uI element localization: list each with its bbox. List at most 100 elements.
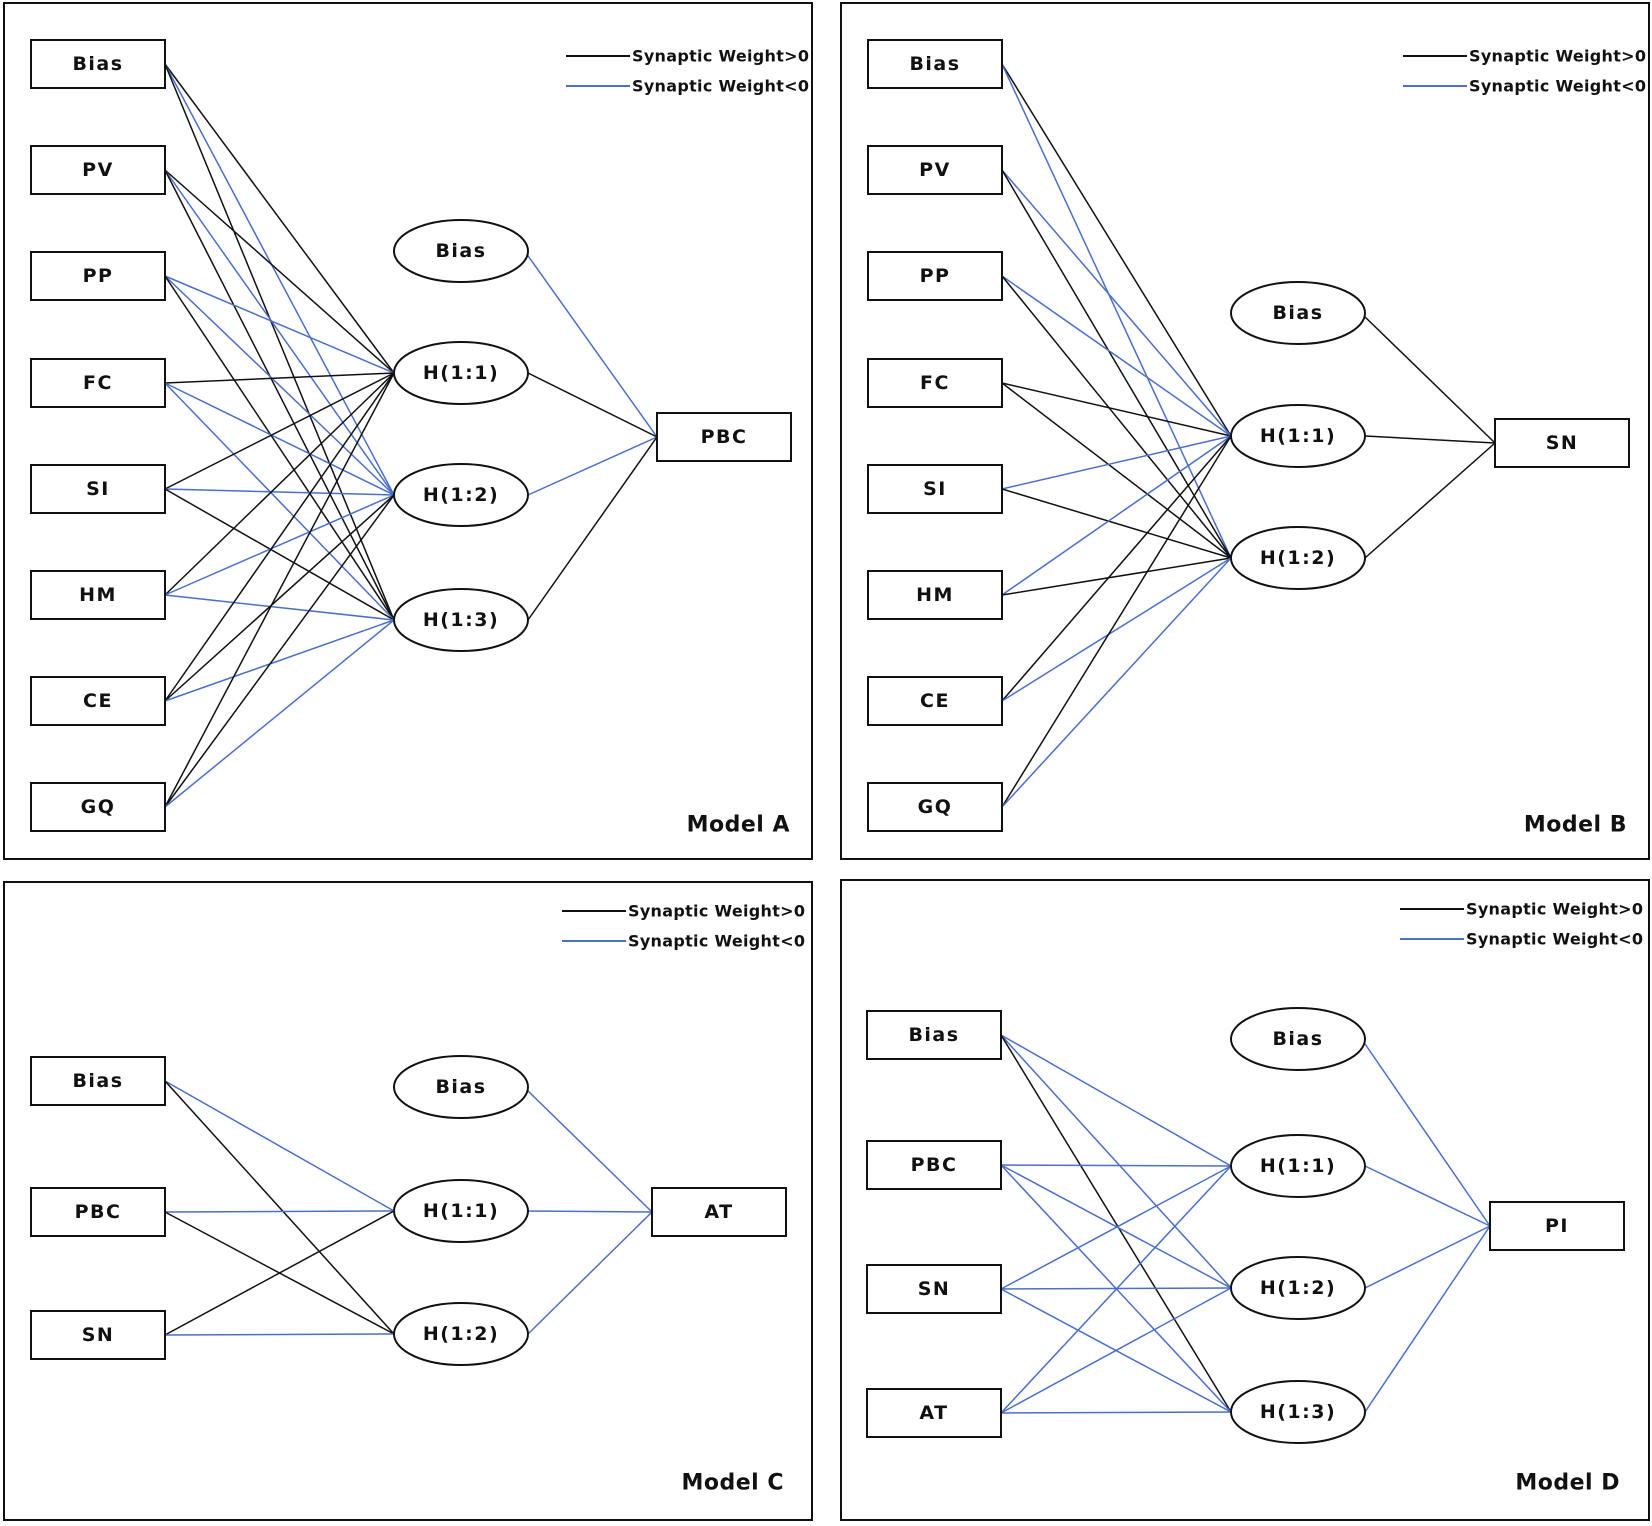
connection-line <box>164 619 395 702</box>
hidden-node: H(1:2) <box>393 1302 529 1366</box>
connection-line <box>164 594 395 621</box>
hidden-node-ellipse <box>1230 1256 1366 1320</box>
connection-line <box>1001 435 1232 596</box>
connection-group <box>164 1080 653 1336</box>
connection-line <box>1364 1225 1491 1413</box>
input-node-box <box>867 676 1003 726</box>
hidden-node-label: H(1:3) <box>423 609 499 631</box>
hidden-node-ellipse <box>393 463 529 527</box>
input-node-label: FC <box>83 372 113 394</box>
input-node: PP <box>867 251 1003 301</box>
input-node: GQ <box>867 782 1003 832</box>
hidden-node-label: H(1:1) <box>1260 425 1336 447</box>
input-node-label: SN <box>918 1278 951 1300</box>
hidden-node-ellipse <box>1230 1380 1366 1444</box>
input-node-label: CE <box>920 690 950 712</box>
input-node-box <box>867 464 1003 514</box>
hidden-bias-ellipse <box>393 1055 529 1119</box>
input-node: Bias <box>866 1010 1002 1060</box>
input-node: Bias <box>30 39 166 89</box>
connection-line <box>1000 1165 1232 1414</box>
hidden-bias-label: Bias <box>435 1076 486 1098</box>
input-node-label: Bias <box>72 1070 123 1092</box>
connection-line <box>525 252 658 438</box>
connection-line <box>527 436 658 621</box>
input-node-label: SI <box>86 478 110 500</box>
input-node: HM <box>30 570 166 620</box>
output-node-box <box>1489 1201 1625 1251</box>
connection-line <box>164 619 395 808</box>
input-node: CE <box>867 676 1003 726</box>
input-node-box <box>867 251 1003 301</box>
input-node: PP <box>30 251 166 301</box>
input-node-label: HM <box>79 584 117 606</box>
model-label: Model C <box>681 1471 784 1496</box>
hidden-node-ellipse <box>1230 526 1366 590</box>
legend-positive-label: Synaptic Weight>0 <box>628 902 805 921</box>
hidden-node: H(1:1) <box>1230 1134 1366 1198</box>
input-node: SN <box>30 1310 166 1360</box>
connection-line <box>1000 1164 1232 1167</box>
output-node-box <box>651 1187 787 1237</box>
model-label: Model A <box>687 813 790 838</box>
connection-line <box>164 494 395 596</box>
hidden-bias-label: Bias <box>435 240 486 262</box>
connection-line <box>1000 1165 1232 1290</box>
input-node-box <box>867 358 1003 408</box>
connection-line <box>164 1080 395 1212</box>
hidden-bias-label: Bias <box>1272 1028 1323 1050</box>
connection-line <box>1000 1411 1232 1414</box>
connection-line <box>164 382 395 621</box>
input-node-label: PBC <box>75 1201 122 1223</box>
connection-line <box>1001 435 1232 490</box>
input-node-box <box>30 358 166 408</box>
input-node-box <box>867 145 1003 195</box>
hidden-bias-ellipse <box>1230 281 1366 345</box>
connection-line <box>164 63 395 621</box>
connection-line <box>1364 442 1496 559</box>
hidden-bias-node: Bias <box>1230 281 1366 345</box>
connection-line <box>1001 63 1232 437</box>
connection-line <box>1001 382 1232 559</box>
model-label: Model D <box>1515 1471 1620 1496</box>
input-node: FC <box>867 358 1003 408</box>
input-node-box <box>866 1388 1002 1438</box>
connection-line <box>164 1210 395 1336</box>
model-panel-2: BiasPVPPFCSIHMCEGQBiasH(1:1)H(1:2)SNSyna… <box>840 2 1650 860</box>
output-node: PI <box>1489 1201 1625 1251</box>
connection-line <box>164 1210 395 1213</box>
connection-line <box>164 488 395 496</box>
connection-line <box>164 1333 395 1336</box>
input-node-box <box>30 39 166 89</box>
hidden-node-label: H(1:1) <box>423 1200 499 1222</box>
connection-line <box>1000 1287 1232 1414</box>
input-node-box <box>30 1056 166 1106</box>
input-node: Bias <box>30 1056 166 1106</box>
legend-positive-label: Synaptic Weight>0 <box>1466 900 1643 919</box>
hidden-bias-node: Bias <box>393 1055 529 1119</box>
connection-line <box>1000 1034 1232 1167</box>
hidden-node-label: H(1:2) <box>1260 547 1336 569</box>
connection-line <box>1364 1225 1491 1289</box>
input-node-box <box>30 251 166 301</box>
input-node: PBC <box>30 1187 166 1237</box>
output-node: PBC <box>656 412 792 462</box>
panel-frame <box>3 2 813 860</box>
input-node-box <box>867 782 1003 832</box>
input-node-box <box>867 570 1003 620</box>
input-node-label: GQ <box>81 796 116 818</box>
connection-line <box>164 372 395 490</box>
input-node-box <box>30 145 166 195</box>
connection-line <box>1001 435 1232 808</box>
connection-line <box>1001 435 1232 702</box>
hidden-node: H(1:3) <box>393 588 529 652</box>
legend-positive-label: Synaptic Weight>0 <box>632 47 809 66</box>
connection-line <box>1364 1165 1491 1227</box>
input-node-label: Bias <box>909 53 960 75</box>
input-node-label: SI <box>923 478 947 500</box>
input-node-label: PV <box>919 159 951 181</box>
